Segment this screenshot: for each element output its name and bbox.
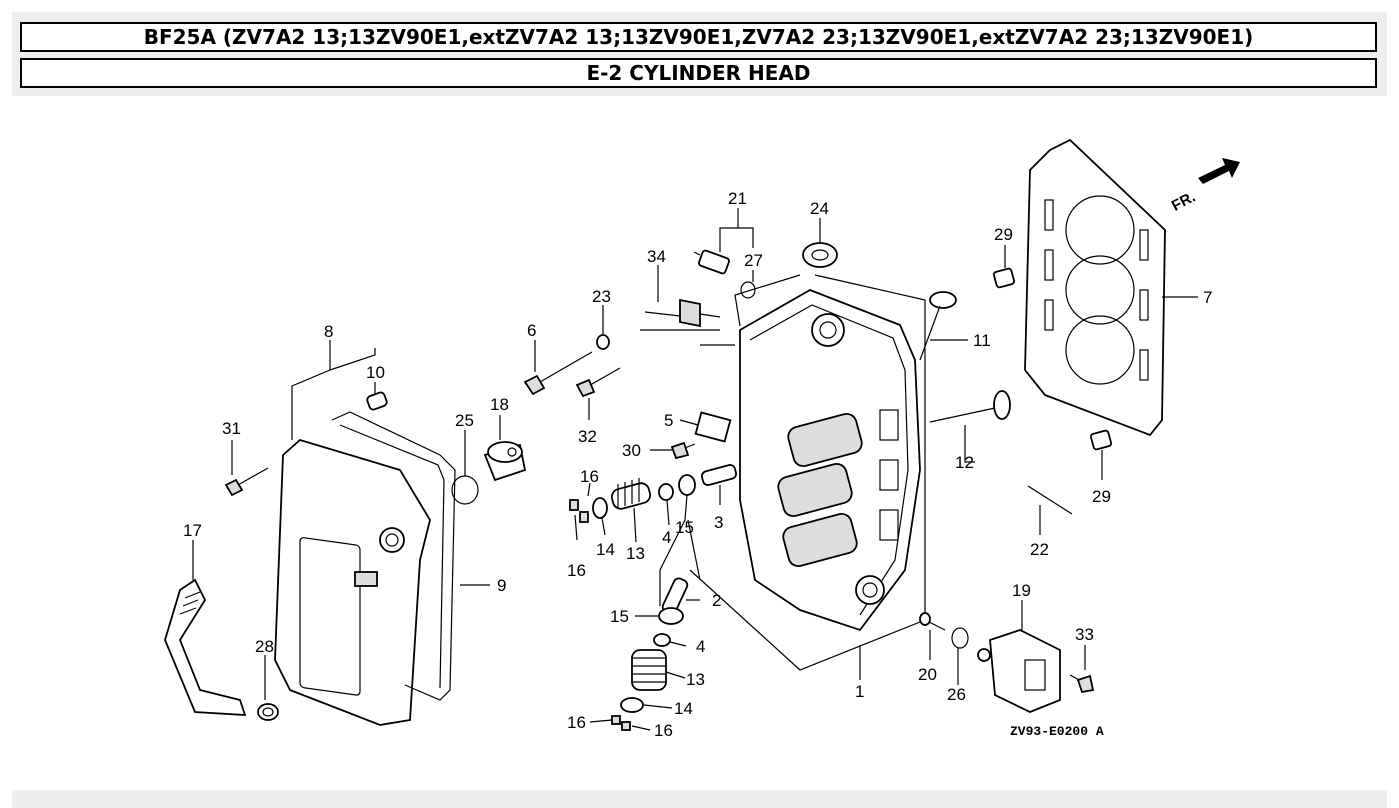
callout-3: 3 bbox=[714, 513, 723, 532]
front-direction-arrow-icon bbox=[1198, 158, 1240, 184]
stud-22[interactable] bbox=[1027, 485, 1073, 515]
temperature-sensor[interactable] bbox=[693, 249, 730, 275]
callout-8: 8 bbox=[324, 322, 333, 341]
o-ring-26[interactable] bbox=[951, 627, 969, 649]
valve-cotter-16a[interactable] bbox=[569, 499, 589, 523]
callout-5: 5 bbox=[664, 411, 673, 430]
footer-bar bbox=[12, 790, 1387, 808]
plate-5[interactable] bbox=[694, 411, 732, 443]
callout-31: 31 bbox=[222, 419, 241, 438]
callout-21: 21 bbox=[728, 189, 747, 208]
valve-cotter-16b[interactable] bbox=[611, 715, 631, 731]
callout-20: 20 bbox=[918, 665, 937, 684]
spring-retainer-14b[interactable] bbox=[620, 697, 644, 713]
valve-seal-4b[interactable] bbox=[653, 633, 671, 647]
model-title: BF25A (ZV7A2 13;13ZV90E1,extZV7A2 13;13Z… bbox=[20, 22, 1377, 52]
section-title: E-2 CYLINDER HEAD bbox=[20, 58, 1377, 88]
callout-24: 24 bbox=[810, 199, 829, 218]
valve-spring-13a[interactable] bbox=[610, 478, 652, 511]
dowel-pin-29b[interactable] bbox=[1090, 429, 1112, 451]
oil-seal-24[interactable] bbox=[802, 242, 838, 268]
callout-2: 2 bbox=[712, 591, 721, 610]
callout-16-top: 16 bbox=[580, 467, 599, 486]
callout-17: 17 bbox=[183, 521, 202, 540]
cylinder-head[interactable] bbox=[739, 289, 921, 632]
callout-14-upper: 14 bbox=[596, 540, 615, 559]
callout-14-lower: 14 bbox=[674, 699, 693, 718]
callout-4-lower: 4 bbox=[696, 637, 705, 656]
callout-10: 10 bbox=[366, 363, 385, 382]
intake-valve[interactable] bbox=[929, 390, 1011, 423]
dowel-pin-10[interactable] bbox=[366, 391, 388, 411]
callout-32: 32 bbox=[578, 427, 597, 446]
head-cover-gasket[interactable] bbox=[331, 411, 456, 701]
fuel-pump[interactable] bbox=[977, 629, 1061, 713]
callout-34: 34 bbox=[647, 247, 666, 266]
callout-6: 6 bbox=[527, 321, 536, 340]
callout-30: 30 bbox=[622, 441, 641, 460]
callout-25: 25 bbox=[455, 411, 474, 430]
valve-guide-3[interactable] bbox=[700, 464, 738, 486]
callout-23: 23 bbox=[592, 287, 611, 306]
drawing-code: ZV93-E0200 A bbox=[1010, 724, 1104, 739]
exhaust-valve[interactable] bbox=[919, 291, 957, 361]
parts-diagram: 8 10 31 17 28 25 18 9 6 32 23 34 21 27 2… bbox=[164, 138, 1240, 740]
callout-29-top: 29 bbox=[994, 225, 1013, 244]
callout-15-lower: 15 bbox=[610, 607, 629, 626]
spring-retainer-14a[interactable] bbox=[592, 497, 608, 519]
bolt-30[interactable] bbox=[670, 441, 696, 460]
callout-29-bottom: 29 bbox=[1092, 487, 1111, 506]
callout-1: 1 bbox=[855, 682, 864, 701]
callout-16-bottom-left: 16 bbox=[567, 713, 586, 732]
callout-27: 27 bbox=[744, 251, 763, 270]
spring-seat-15a[interactable] bbox=[678, 474, 696, 496]
callout-16-bottom-right: 16 bbox=[654, 721, 673, 740]
bolt-32[interactable] bbox=[575, 367, 621, 398]
breather-tube[interactable] bbox=[164, 578, 247, 716]
callout-33: 33 bbox=[1075, 625, 1094, 644]
callout-13-lower: 13 bbox=[686, 670, 705, 689]
bolt-33[interactable] bbox=[1069, 674, 1095, 694]
callout-7: 7 bbox=[1203, 288, 1212, 307]
callout-22: 22 bbox=[1030, 540, 1049, 559]
callout-15-upper: 15 bbox=[675, 518, 694, 537]
callout-12: 12 bbox=[955, 453, 974, 472]
dowel-pin-29a[interactable] bbox=[993, 267, 1015, 289]
bolt-6[interactable] bbox=[523, 351, 593, 396]
callout-18: 18 bbox=[490, 395, 509, 414]
callout-13-upper: 13 bbox=[626, 544, 645, 563]
callout-28: 28 bbox=[255, 637, 274, 656]
callout-19: 19 bbox=[1012, 581, 1031, 600]
valve-seal-4a[interactable] bbox=[658, 483, 674, 501]
head-gasket[interactable] bbox=[1024, 138, 1166, 437]
washer-27[interactable] bbox=[740, 281, 756, 299]
callout-9: 9 bbox=[497, 576, 506, 595]
callout-11: 11 bbox=[973, 331, 991, 350]
clamp[interactable] bbox=[257, 703, 279, 721]
thermostat[interactable] bbox=[483, 441, 527, 482]
valve-spring-13b[interactable] bbox=[631, 649, 667, 691]
callout-16-left: 16 bbox=[567, 561, 586, 580]
bolt-31[interactable] bbox=[224, 467, 269, 497]
spring-seat-15b[interactable] bbox=[658, 607, 684, 625]
callout-4-upper: 4 bbox=[662, 528, 671, 547]
rod-20[interactable] bbox=[919, 612, 946, 631]
o-ring-25[interactable] bbox=[451, 475, 479, 505]
header-panel: BF25A (ZV7A2 13;13ZV90E1,extZV7A2 13;13Z… bbox=[12, 12, 1387, 96]
washer-23[interactable] bbox=[596, 334, 610, 350]
front-mark-label: FR. bbox=[1169, 188, 1198, 214]
spark-plug[interactable] bbox=[644, 298, 721, 328]
cylinder-head-cover[interactable] bbox=[274, 438, 431, 726]
callout-26: 26 bbox=[947, 685, 966, 704]
